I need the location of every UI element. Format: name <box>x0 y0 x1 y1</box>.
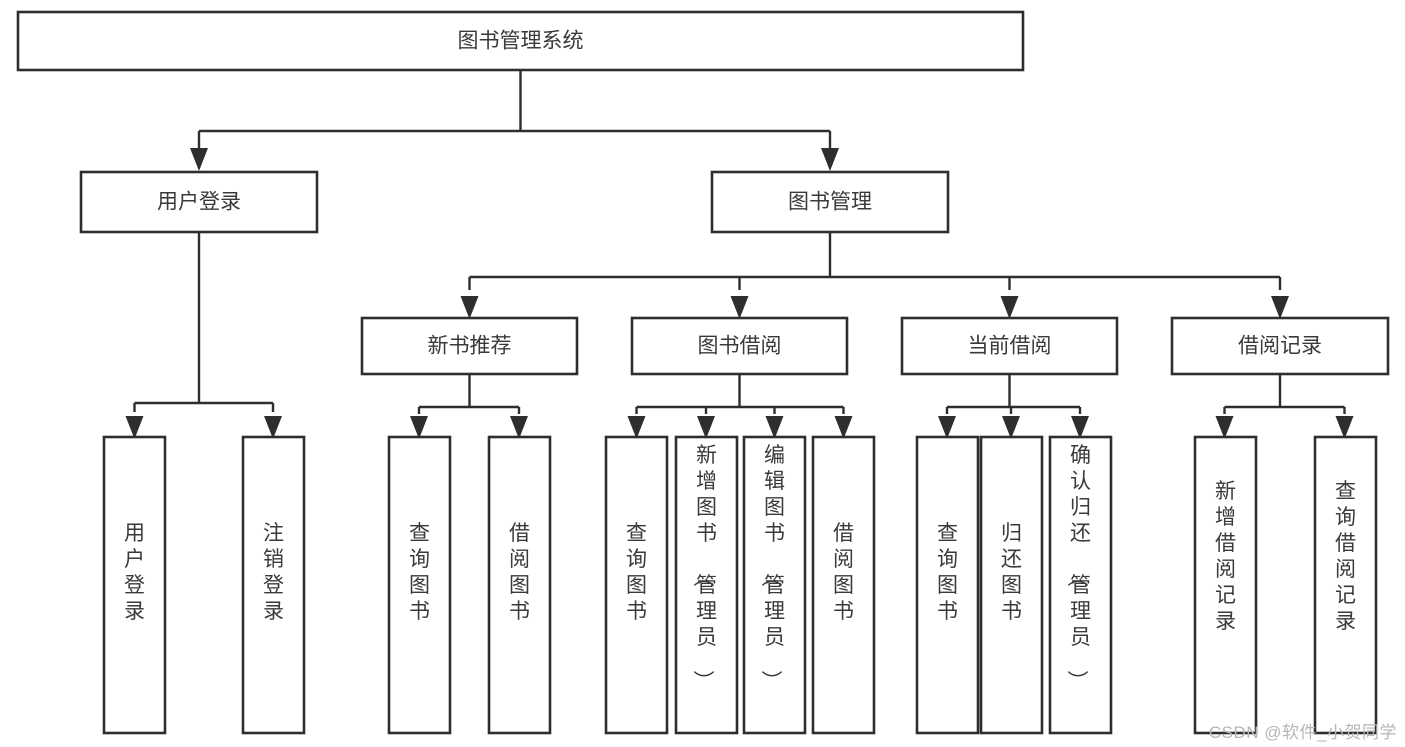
node-leaf-query-book-2-label: 查询图书 <box>626 522 647 623</box>
arrow-to-book-borrow <box>730 296 749 319</box>
node-user-login-box[interactable] <box>79 170 319 234</box>
node-root-box[interactable] <box>16 10 1025 72</box>
node-borrow-record-box[interactable] <box>1170 316 1390 376</box>
node-leaf-logout-login-box[interactable] <box>241 435 306 735</box>
node-leaf-confirm-return-admin-label: 确认归还（管理员） <box>1065 444 1091 691</box>
node-borrow-record-label: 借阅记录 <box>1238 335 1322 358</box>
node-leaf-borrow-book-2-box[interactable] <box>811 435 876 735</box>
node-leaf-query-book-2[interactable]: 查询图书 <box>604 435 669 735</box>
node-user-login[interactable]: 用户登录 <box>79 170 319 234</box>
arrow-to-leaf-return-book <box>1002 416 1020 439</box>
arrow-to-borrow-record <box>1271 296 1289 319</box>
node-leaf-query-book-1-label: 查询图书 <box>409 522 430 623</box>
node-leaf-confirm-return-admin-box[interactable] <box>1048 435 1113 735</box>
arrow-to-leaf-query-book-3 <box>938 416 956 439</box>
node-leaf-query-book-3[interactable]: 查询图书 <box>915 435 980 735</box>
node-book-borrow[interactable]: 图书借阅 <box>630 316 849 376</box>
node-current-borrow-label: 当前借阅 <box>968 335 1052 358</box>
node-root-label: 图书管理系统 <box>458 30 584 53</box>
arrow-to-leaf-logout-login <box>264 416 282 439</box>
arrow-to-leaf-borrow-book-2 <box>834 416 853 439</box>
arrow-to-user-login <box>190 148 208 171</box>
node-leaf-query-book-1-box[interactable] <box>387 435 452 735</box>
node-leaf-return-book-label: 归还图书 <box>1001 522 1022 623</box>
arrow-to-leaf-query-book-2 <box>627 416 646 439</box>
node-leaf-query-borrow-record[interactable]: 查询借阅记录 <box>1313 435 1378 735</box>
node-leaf-user-login[interactable]: 用户登录 <box>102 435 167 735</box>
node-leaf-query-borrow-record-label: 查询借阅记录 <box>1335 480 1356 633</box>
node-leaf-borrow-book-1-box[interactable] <box>487 435 552 735</box>
node-leaf-add-book-admin-box[interactable] <box>674 435 739 735</box>
node-book-borrow-box[interactable] <box>630 316 849 376</box>
node-leaf-borrow-book-1-label: 借阅图书 <box>509 522 530 623</box>
node-leaf-edit-book-admin-box[interactable] <box>742 435 807 735</box>
arrow-to-leaf-query-book-1 <box>410 416 428 439</box>
node-leaf-logout-login-label: 注销登录 <box>263 522 284 623</box>
node-leaf-confirm-return-admin[interactable]: 确认归还（管理员） <box>1048 435 1113 735</box>
node-leaf-return-book-box[interactable] <box>979 435 1044 735</box>
node-book-manage-label: 图书管理 <box>788 191 872 214</box>
node-book-borrow-label: 图书借阅 <box>698 335 782 358</box>
node-new-book-rec-box[interactable] <box>360 316 579 376</box>
arrow-to-new-book-rec <box>460 296 479 319</box>
arrow-to-book-manage <box>821 148 839 171</box>
node-user-login-label: 用户登录 <box>157 191 241 214</box>
node-root[interactable]: 图书管理系统 <box>16 10 1025 72</box>
node-leaf-add-book-admin[interactable]: 新增图书（管理员） <box>674 435 739 735</box>
node-leaf-query-book-2-box[interactable] <box>604 435 669 735</box>
arrow-to-leaf-add-borrow-record <box>1215 416 1234 439</box>
node-leaf-query-book-3-label: 查询图书 <box>937 522 958 623</box>
node-book-manage-box[interactable] <box>710 170 950 234</box>
node-current-borrow[interactable]: 当前借阅 <box>900 316 1119 376</box>
arrow-to-leaf-confirm-return-admin <box>1071 416 1089 439</box>
node-leaf-user-login-box[interactable] <box>102 435 167 735</box>
connector-layer <box>125 70 1354 439</box>
node-leaf-return-book[interactable]: 归还图书 <box>979 435 1044 735</box>
node-leaf-borrow-book-2[interactable]: 借阅图书 <box>811 435 876 735</box>
node-leaf-query-book-1[interactable]: 查询图书 <box>387 435 452 735</box>
node-borrow-record[interactable]: 借阅记录 <box>1170 316 1390 376</box>
node-current-borrow-box[interactable] <box>900 316 1119 376</box>
arrow-to-leaf-edit-book-admin <box>765 416 784 439</box>
node-new-book-rec-label: 新书推荐 <box>428 335 512 358</box>
node-new-book-rec[interactable]: 新书推荐 <box>360 316 579 376</box>
arrow-to-leaf-borrow-book-1 <box>510 416 528 439</box>
node-leaf-edit-book-admin-label: 编辑图书（管理员） <box>759 444 785 691</box>
node-leaf-add-borrow-record-box[interactable] <box>1193 435 1258 735</box>
arrow-to-current-borrow <box>1000 296 1019 319</box>
arrow-to-leaf-user-login <box>125 416 144 439</box>
node-leaf-add-borrow-record[interactable]: 新增借阅记录 <box>1193 435 1258 735</box>
arrow-to-leaf-query-borrow-record <box>1335 416 1354 439</box>
node-leaf-borrow-book-2-label: 借阅图书 <box>833 522 854 623</box>
node-book-manage[interactable]: 图书管理 <box>710 170 950 234</box>
arrow-to-leaf-add-book-admin <box>697 416 715 439</box>
node-leaf-borrow-book-1[interactable]: 借阅图书 <box>487 435 552 735</box>
node-leaf-query-book-3-box[interactable] <box>915 435 980 735</box>
node-leaf-add-borrow-record-label: 新增借阅记录 <box>1215 480 1236 633</box>
node-leaf-add-book-admin-label: 新增图书（管理员） <box>691 444 717 691</box>
node-leaf-user-login-label: 用户登录 <box>124 522 145 623</box>
node-leaf-query-borrow-record-box[interactable] <box>1313 435 1378 735</box>
node-leaf-logout-login[interactable]: 注销登录 <box>241 435 306 735</box>
node-leaf-edit-book-admin[interactable]: 编辑图书（管理员） <box>742 435 807 735</box>
